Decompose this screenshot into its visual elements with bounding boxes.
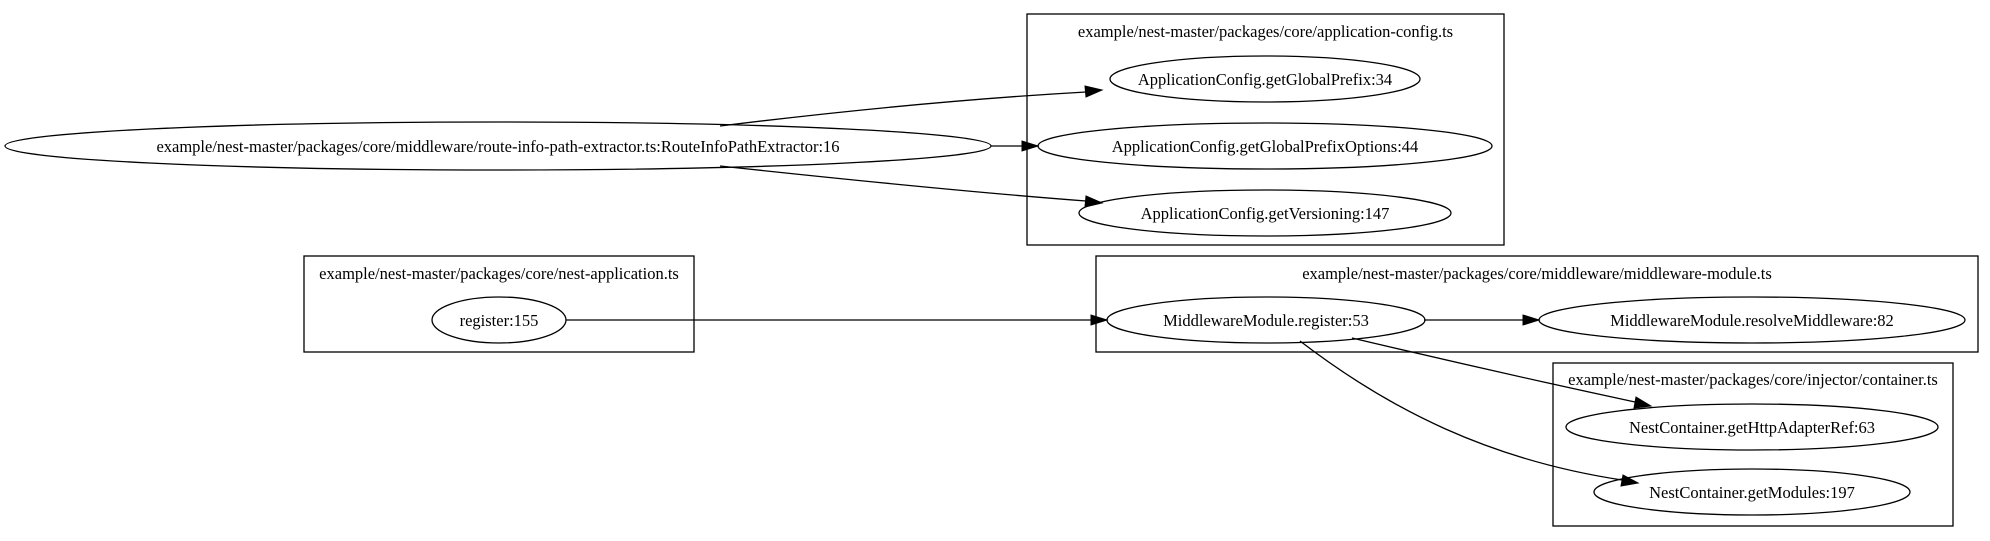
node-register[interactable]: register:155 (431, 296, 567, 344)
node-label: ApplicationConfig.getGlobalPrefixOptions… (1112, 137, 1419, 156)
node-route-info-path-extractor[interactable]: example/nest-master/packages/core/middle… (4, 121, 992, 171)
node-get-http-adapter-ref[interactable]: NestContainer.getHttpAdapterRef:63 (1565, 403, 1939, 451)
cluster-label: example/nest-master/packages/core/applic… (1078, 22, 1453, 41)
arrowhead (1633, 396, 1653, 409)
cluster-label: example/nest-master/packages/core/inject… (1568, 370, 1938, 389)
edge-line (1351, 337, 1636, 403)
node-label: example/nest-master/packages/core/middle… (156, 137, 839, 156)
node-ellipse (1109, 55, 1421, 103)
node-ellipse (431, 296, 567, 344)
node-label: ApplicationConfig.getVersioning:147 (1141, 204, 1390, 223)
arrowhead (1084, 85, 1104, 98)
cluster-label: example/nest-master/packages/core/nest-a… (319, 264, 679, 283)
node-ellipse (1538, 296, 1966, 344)
edge-register-to-mw-register (566, 314, 1109, 326)
edge-line (719, 165, 1087, 202)
node-get-global-prefix[interactable]: ApplicationConfig.getGlobalPrefix:34 (1109, 55, 1421, 103)
edge-mw-register-to-get-http-adapter-ref (1351, 337, 1653, 409)
node-get-modules[interactable]: NestContainer.getModules:197 (1593, 468, 1911, 516)
node-ellipse (1078, 189, 1452, 237)
edge-route-extractor-to-get-versioning (719, 165, 1104, 208)
arrowhead (1021, 140, 1040, 152)
edge-mw-register-to-mw-resolve (1424, 314, 1541, 326)
cluster-label: example/nest-master/packages/core/middle… (1302, 264, 1772, 283)
node-label: MiddlewareModule.resolveMiddleware:82 (1610, 311, 1894, 330)
arrowhead (1084, 195, 1104, 208)
cluster-box (1095, 255, 1979, 353)
arrowhead (1090, 314, 1109, 326)
node-label: ApplicationConfig.getGlobalPrefix:34 (1138, 70, 1392, 89)
node-ellipse (1593, 468, 1911, 516)
node-label: NestContainer.getHttpAdapterRef:63 (1629, 418, 1875, 437)
cluster-application-config: example/nest-master/packages/core/applic… (1026, 13, 1505, 246)
cluster-nest-application: example/nest-master/packages/core/nest-a… (303, 255, 695, 353)
edge-line (719, 91, 1087, 127)
edge-route-extractor-to-get-global-prefix-options (991, 140, 1040, 152)
edge-line (1299, 340, 1623, 481)
node-ellipse (4, 121, 992, 171)
node-get-global-prefix-options[interactable]: ApplicationConfig.getGlobalPrefixOptions… (1037, 122, 1493, 170)
cluster-box (1552, 362, 1954, 527)
node-label: MiddlewareModule.register:53 (1163, 311, 1369, 330)
node-get-versioning[interactable]: ApplicationConfig.getVersioning:147 (1078, 189, 1452, 237)
node-label: NestContainer.getModules:197 (1649, 483, 1855, 502)
cluster-box (1026, 13, 1505, 246)
cluster-box (303, 255, 695, 353)
edge-route-extractor-to-get-global-prefix (719, 85, 1104, 127)
node-ellipse (1106, 296, 1426, 344)
node-middleware-module-resolve-middleware[interactable]: MiddlewareModule.resolveMiddleware:82 (1538, 296, 1966, 344)
arrowhead (1522, 314, 1541, 326)
node-label: register:155 (460, 311, 539, 330)
node-middleware-module-register[interactable]: MiddlewareModule.register:53 (1106, 296, 1426, 344)
node-ellipse (1565, 403, 1939, 451)
node-ellipse (1037, 122, 1493, 170)
cluster-middleware-module: example/nest-master/packages/core/middle… (1095, 255, 1979, 353)
cluster-injector-container: example/nest-master/packages/core/inject… (1552, 362, 1954, 527)
